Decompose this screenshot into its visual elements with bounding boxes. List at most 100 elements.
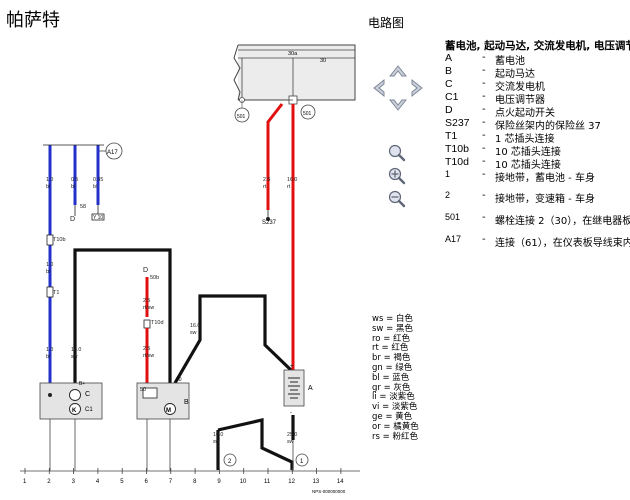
zoom-reset-icon[interactable]	[388, 144, 406, 162]
svg-text:T1: T1	[53, 290, 59, 296]
legend-desc: 保险丝架内的保险丝 37	[495, 121, 601, 132]
connector-ticks	[46, 213, 151, 329]
legend-item: T10b-10 芯插头连接	[445, 143, 561, 158]
color-code-entry: ro = 红色	[372, 333, 411, 344]
svg-text:D: D	[143, 267, 148, 274]
svg-text:16.0: 16.0	[71, 347, 81, 353]
svg-text:16.0: 16.0	[213, 432, 223, 438]
svg-text:A: A	[308, 385, 313, 392]
legend-item: C-交流发电机	[445, 78, 545, 93]
color-code-entry: ge = 黄色	[372, 411, 413, 422]
grid-column-number: 1	[23, 479, 27, 485]
arrow-left-icon[interactable]	[373, 78, 385, 98]
svg-text:C: C	[85, 391, 90, 398]
svg-text:B: B	[184, 399, 189, 406]
svg-text:M: M	[166, 408, 171, 414]
color-code-entry: vi = 淡紫色	[372, 402, 418, 413]
grid-column-number: 2	[47, 479, 51, 485]
legend-item: A-蓄电池	[445, 52, 525, 67]
legend-desc: 接地带，变速箱 - 车身	[495, 194, 595, 205]
svg-text:+: +	[290, 364, 294, 370]
alternator-c: K C C1 B+	[39, 381, 103, 420]
svg-text:2: 2	[228, 459, 232, 465]
grid-column-number: 6	[145, 479, 149, 485]
legend-code: A17	[445, 234, 462, 244]
legend-item: A17-连接（61），在仪表板导线束内	[445, 234, 630, 256]
legend-item: C1-电压调节器	[445, 91, 545, 106]
svg-text:1.0: 1.0	[46, 347, 53, 353]
svg-text:2.5: 2.5	[263, 177, 270, 183]
legend-code: B	[445, 65, 453, 77]
pan-controls	[373, 65, 423, 111]
blue-wires	[48, 145, 100, 383]
grid-column-number: 4	[96, 479, 100, 485]
legend-desc: 10 芯插头连接	[495, 160, 561, 171]
color-code-entry: ws = 白色	[372, 314, 413, 324]
legend-desc: 交流发电机	[495, 82, 545, 93]
color-code-entry: gr = 灰色	[372, 382, 411, 393]
svg-text:16.0: 16.0	[190, 323, 200, 329]
color-code-entry: rs = 粉红色	[372, 431, 418, 442]
color-code-entry: or = 橘黄色	[372, 421, 419, 432]
grid-column-number: 5	[120, 479, 124, 485]
doc-code: NPS-000000000	[312, 489, 346, 494]
svg-text:bl: bl	[46, 184, 50, 190]
arrow-right-icon[interactable]	[411, 78, 423, 98]
color-code-entry: rt = 红色	[372, 343, 409, 354]
legend-item: T10d-10 芯插头连接	[445, 156, 561, 171]
grid-column-number: 14	[337, 479, 344, 485]
legend-code: C1	[445, 91, 459, 103]
legend-code: 1	[445, 169, 451, 179]
legend-item: T1-1 芯插头连接	[445, 130, 555, 145]
svg-text:bl: bl	[46, 354, 50, 360]
legend-code: A	[445, 52, 453, 64]
legend-code: D	[445, 104, 453, 116]
svg-text:C1: C1	[85, 407, 93, 413]
starter-b: M B 30	[136, 377, 190, 420]
grid-column-number: 8	[193, 479, 197, 485]
legend-code: S237	[445, 117, 470, 129]
grid-column-number: 7	[169, 479, 173, 485]
svg-text:16.0: 16.0	[287, 177, 297, 183]
grid-column-number: 10	[240, 479, 247, 485]
svg-text:sw: sw	[287, 439, 294, 445]
relay-label-30: 30	[320, 58, 326, 64]
zoom-out-icon[interactable]	[388, 190, 406, 208]
legend-desc: 螺栓连接 2（30），在继电器板上	[495, 216, 630, 227]
arrow-down-icon[interactable]	[388, 99, 408, 111]
battery-a: A + -	[283, 364, 313, 416]
legend-item: 501-螺栓连接 2（30），在继电器板上	[445, 212, 630, 234]
connector-labels: T10b T1 D 58 Y 10 D 50b T10d 50	[53, 204, 164, 393]
s237-fuse: S237	[262, 210, 277, 226]
svg-text:D: D	[70, 216, 75, 223]
color-code-entry: br = 褐色	[372, 353, 411, 364]
ground-markers: 2 1	[223, 453, 309, 467]
page-title: 帕萨特	[6, 10, 60, 31]
legend-heading: 蓄电池, 起动马达, 交流发电机, 电压调节器	[445, 40, 630, 52]
svg-text:bl: bl	[46, 269, 50, 275]
color-code-entry: li = 淡紫色	[372, 392, 415, 403]
legend-desc: 接地带，蓄电池 - 车身	[495, 173, 595, 184]
svg-text:0.35: 0.35	[93, 177, 103, 183]
svg-text:2.5: 2.5	[143, 346, 150, 352]
svg-text:50: 50	[140, 387, 146, 393]
svg-text:rt: rt	[287, 184, 291, 190]
svg-text:0.5: 0.5	[71, 177, 78, 183]
a17-marker: A17	[98, 142, 123, 160]
legend-item: D-点火起动开关	[445, 104, 555, 119]
legend-code: T1	[445, 130, 458, 142]
svg-text:bl: bl	[71, 184, 75, 190]
svg-text:T10d: T10d	[151, 320, 164, 326]
svg-text:1: 1	[300, 459, 304, 465]
diagram-title: 电路图	[368, 16, 405, 30]
arrow-up-icon[interactable]	[388, 65, 408, 77]
legend-item: B-起动马达	[445, 65, 535, 80]
color-code-entry: bl = 蓝色	[372, 372, 410, 383]
svg-text:2.5: 2.5	[143, 298, 150, 304]
svg-text:sw: sw	[71, 354, 78, 360]
zoom-in-icon[interactable]	[388, 167, 406, 185]
svg-text:rt: rt	[263, 184, 267, 190]
